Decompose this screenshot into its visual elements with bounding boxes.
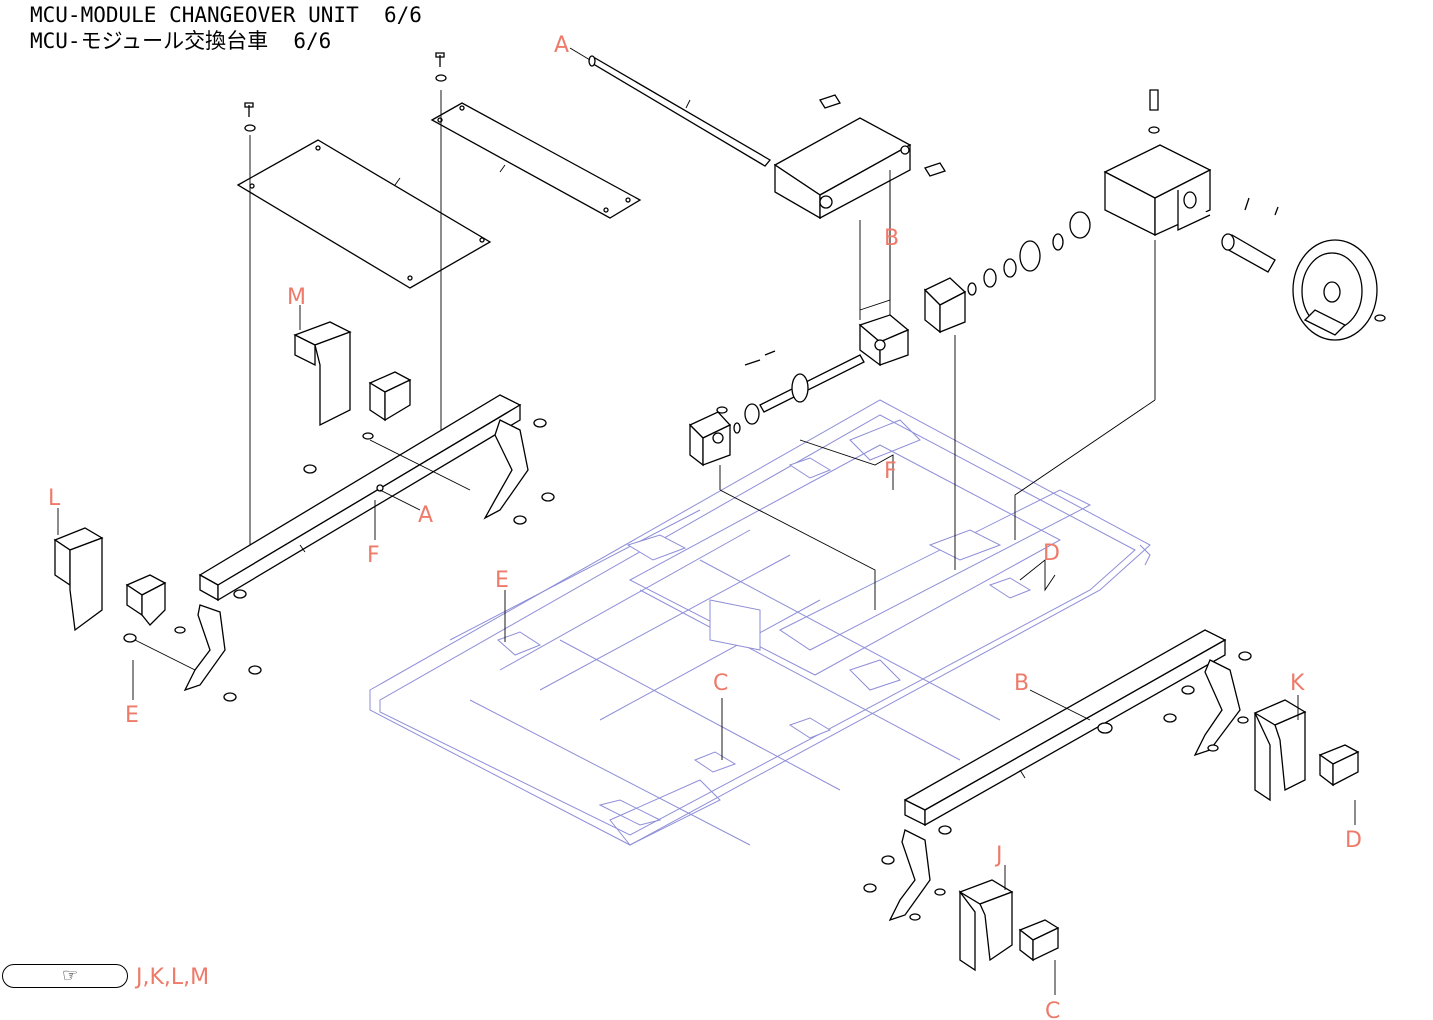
callout-e-frame: E [495, 568, 509, 593]
callout-l: L [48, 486, 61, 511]
block-j [960, 880, 1012, 970]
bracket-b [775, 95, 945, 320]
block-l [55, 528, 102, 630]
callout-k: K [1290, 671, 1305, 696]
block-k [1255, 700, 1305, 800]
shaft-a [570, 48, 770, 166]
callout-c-bottom: C [1045, 999, 1060, 1020]
small-block-j [1020, 920, 1058, 960]
pins-left [124, 419, 554, 701]
plate-screws [245, 53, 446, 560]
link-arm-left-lower [185, 605, 225, 690]
handwheel [1293, 240, 1385, 340]
small-block-l [127, 575, 165, 625]
top-plate-large [238, 140, 490, 288]
callout-e-left: E [125, 703, 139, 728]
callout-j: J [994, 843, 1003, 868]
handle-shaft [1222, 198, 1278, 272]
pointing-hand-icon: ☞ [62, 964, 78, 988]
callout-leaders [58, 180, 1355, 995]
callout-c-frame: C [713, 671, 728, 696]
long-rail-left [200, 395, 520, 600]
coupling-parts [968, 212, 1090, 295]
reference-labels[interactable]: J,K,L,M [136, 965, 209, 990]
callout-d-frame: D [1043, 541, 1060, 566]
link-arm-right-upper [1195, 660, 1240, 755]
callout-f-frame: F [884, 459, 897, 484]
block-m [295, 322, 350, 425]
bearing-block-right [925, 278, 965, 570]
gearbox [1015, 90, 1210, 540]
long-rail-right [905, 630, 1225, 825]
small-block-k [1320, 745, 1358, 785]
ballscrew-shaft [745, 351, 864, 412]
top-plate-narrow [432, 103, 640, 218]
callout-b-top: B [884, 226, 899, 251]
small-block-m [370, 372, 410, 420]
callout-m: M [287, 285, 306, 310]
link-arm-right-lower [890, 830, 930, 920]
base-frame [370, 400, 1150, 845]
bearing-block-left [690, 412, 875, 610]
bearing-block-lower [860, 315, 908, 365]
callout-b-right: B [1014, 671, 1029, 696]
callout-d-right: D [1345, 828, 1362, 853]
callout-a-top: A [554, 33, 569, 58]
callout-f-left: F [367, 543, 380, 568]
callout-a-left: A [418, 503, 433, 528]
